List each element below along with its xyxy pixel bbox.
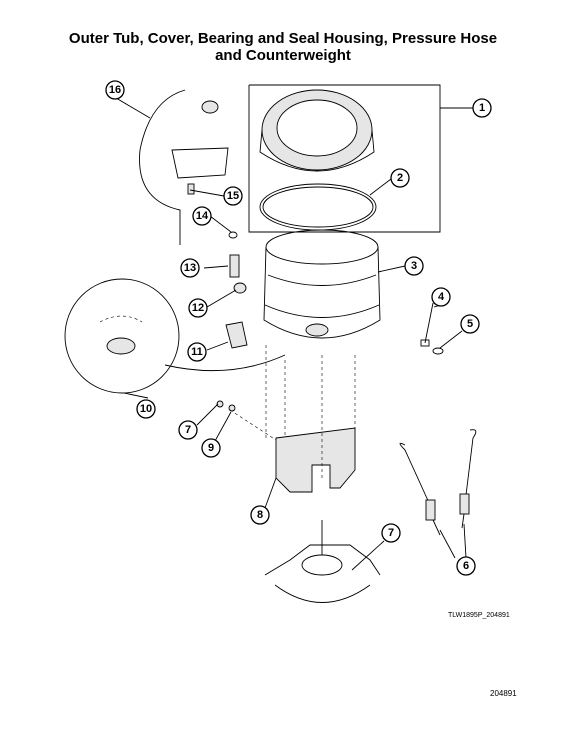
callout-12: 12 <box>188 298 208 318</box>
svg-text:12: 12 <box>192 302 204 314</box>
callout-14: 14 <box>192 206 212 226</box>
base-assembly-part <box>264 520 381 603</box>
outer-tub-part <box>263 229 381 339</box>
callout-10: 10 <box>136 399 156 419</box>
bearing-tube-part <box>229 254 240 278</box>
callout-2: 2 <box>390 168 410 188</box>
screw-part <box>216 400 236 412</box>
svg-text:6: 6 <box>463 560 469 572</box>
callout-9: 9 <box>201 438 221 458</box>
callout-13: 13 <box>180 258 200 278</box>
callout-1: 1 <box>472 98 492 118</box>
svg-text:16: 16 <box>109 84 121 96</box>
svg-text:14: 14 <box>196 210 209 222</box>
seal-part <box>228 231 238 239</box>
pressure-hose-part <box>139 89 229 245</box>
svg-text:15: 15 <box>227 190 239 202</box>
svg-text:3: 3 <box>411 260 417 272</box>
cover-gasket-part <box>259 183 377 231</box>
callout-7-lower: 7 <box>381 523 401 543</box>
suspension-springs-part <box>399 429 477 536</box>
svg-text:11: 11 <box>191 346 203 358</box>
callout-11: 11 <box>187 342 207 362</box>
tub-cover-part <box>248 84 441 233</box>
label-part <box>225 321 248 349</box>
svg-text:2: 2 <box>397 172 403 184</box>
svg-text:8: 8 <box>257 509 263 521</box>
bearing-housing-detail <box>64 278 286 394</box>
svg-text:5: 5 <box>467 318 473 330</box>
page-title-line-2: and Counterweight <box>215 47 351 64</box>
counterweight-part <box>275 427 356 493</box>
hose-clamp-part <box>420 302 434 347</box>
air-dome-part <box>187 183 195 195</box>
callout-6: 6 <box>456 556 476 576</box>
svg-text:1: 1 <box>479 102 485 114</box>
callout-4: 4 <box>431 287 451 307</box>
callout-7-upper: 7 <box>178 420 198 440</box>
callout-16: 16 <box>105 80 125 100</box>
callout-15: 15 <box>223 186 243 206</box>
svg-text:4: 4 <box>438 291 445 303</box>
svg-text:9: 9 <box>208 442 214 454</box>
callout-3: 3 <box>404 256 424 276</box>
clip-part <box>432 347 444 355</box>
svg-text:10: 10 <box>140 403 152 415</box>
page-title-line-1: Outer Tub, Cover, Bearing and Seal Housi… <box>68 30 498 47</box>
svg-text:13: 13 <box>184 262 196 274</box>
svg-text:7: 7 <box>185 424 191 436</box>
svg-text:7: 7 <box>388 527 394 539</box>
page-number: 204891 <box>490 689 517 698</box>
figure-code: TLW1895P_204891 <box>448 612 510 619</box>
callout-8: 8 <box>250 505 270 525</box>
grommet-part <box>233 282 247 294</box>
callout-5: 5 <box>460 314 480 334</box>
